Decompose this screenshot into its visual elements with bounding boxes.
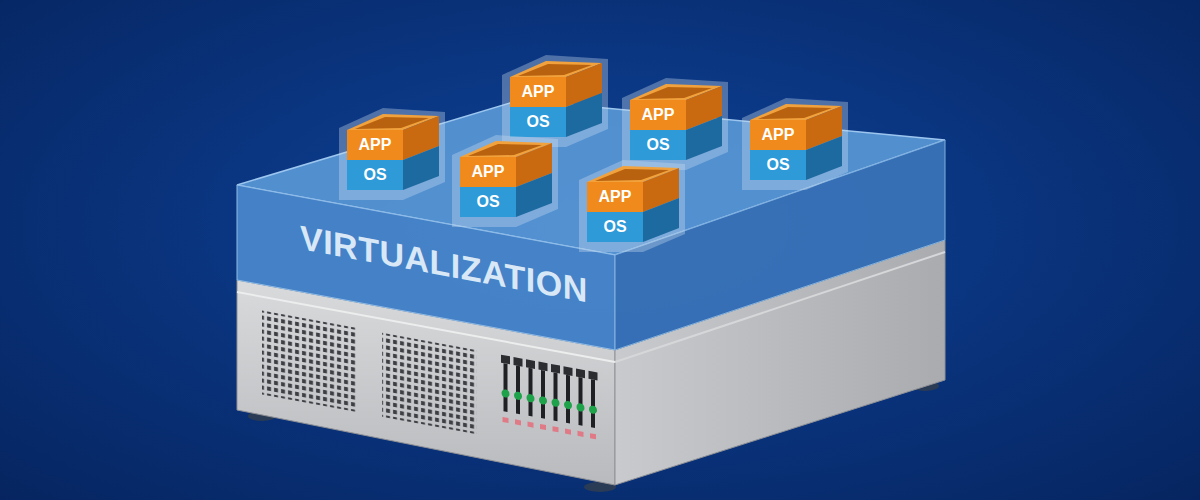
virtual-machine: APP OS [345, 108, 441, 200]
vent-grille [382, 333, 477, 435]
vm-cube [740, 90, 852, 198]
app-label: APP [599, 188, 632, 206]
drive-bay [551, 364, 560, 433]
vm-cube [577, 152, 689, 260]
drive-bay [564, 366, 573, 435]
app-label: APP [359, 136, 392, 154]
app-label: APP [522, 83, 555, 101]
app-label: APP [762, 126, 795, 144]
drive-bay [526, 359, 535, 428]
os-label: OS [766, 156, 789, 174]
os-label: OS [646, 136, 669, 154]
os-label: OS [526, 113, 549, 131]
vm-cube [337, 100, 449, 208]
drive-bay [539, 362, 548, 431]
virtual-machine: APP OS [628, 78, 724, 170]
virtualization-layer: VIRTUALIZATIONAPPOSAPPOSAPPOSAPPOSAPPOSA… [235, 50, 947, 355]
vm-cube [450, 127, 562, 235]
os-label: OS [603, 218, 626, 236]
app-label: APP [472, 163, 505, 181]
drive-bay [501, 355, 510, 424]
virtual-machine: APP OS [508, 55, 604, 147]
os-label: OS [476, 193, 499, 211]
drive-bay [514, 357, 523, 426]
virtual-machine: APP OS [585, 160, 681, 252]
vent-grille [262, 310, 357, 412]
os-label: OS [363, 166, 386, 184]
drive-bay [589, 371, 598, 440]
virtual-machine: APP OS [458, 135, 554, 227]
drive-bay [576, 369, 585, 438]
virtual-machine: APP OS [748, 98, 844, 190]
app-label: APP [642, 106, 675, 124]
